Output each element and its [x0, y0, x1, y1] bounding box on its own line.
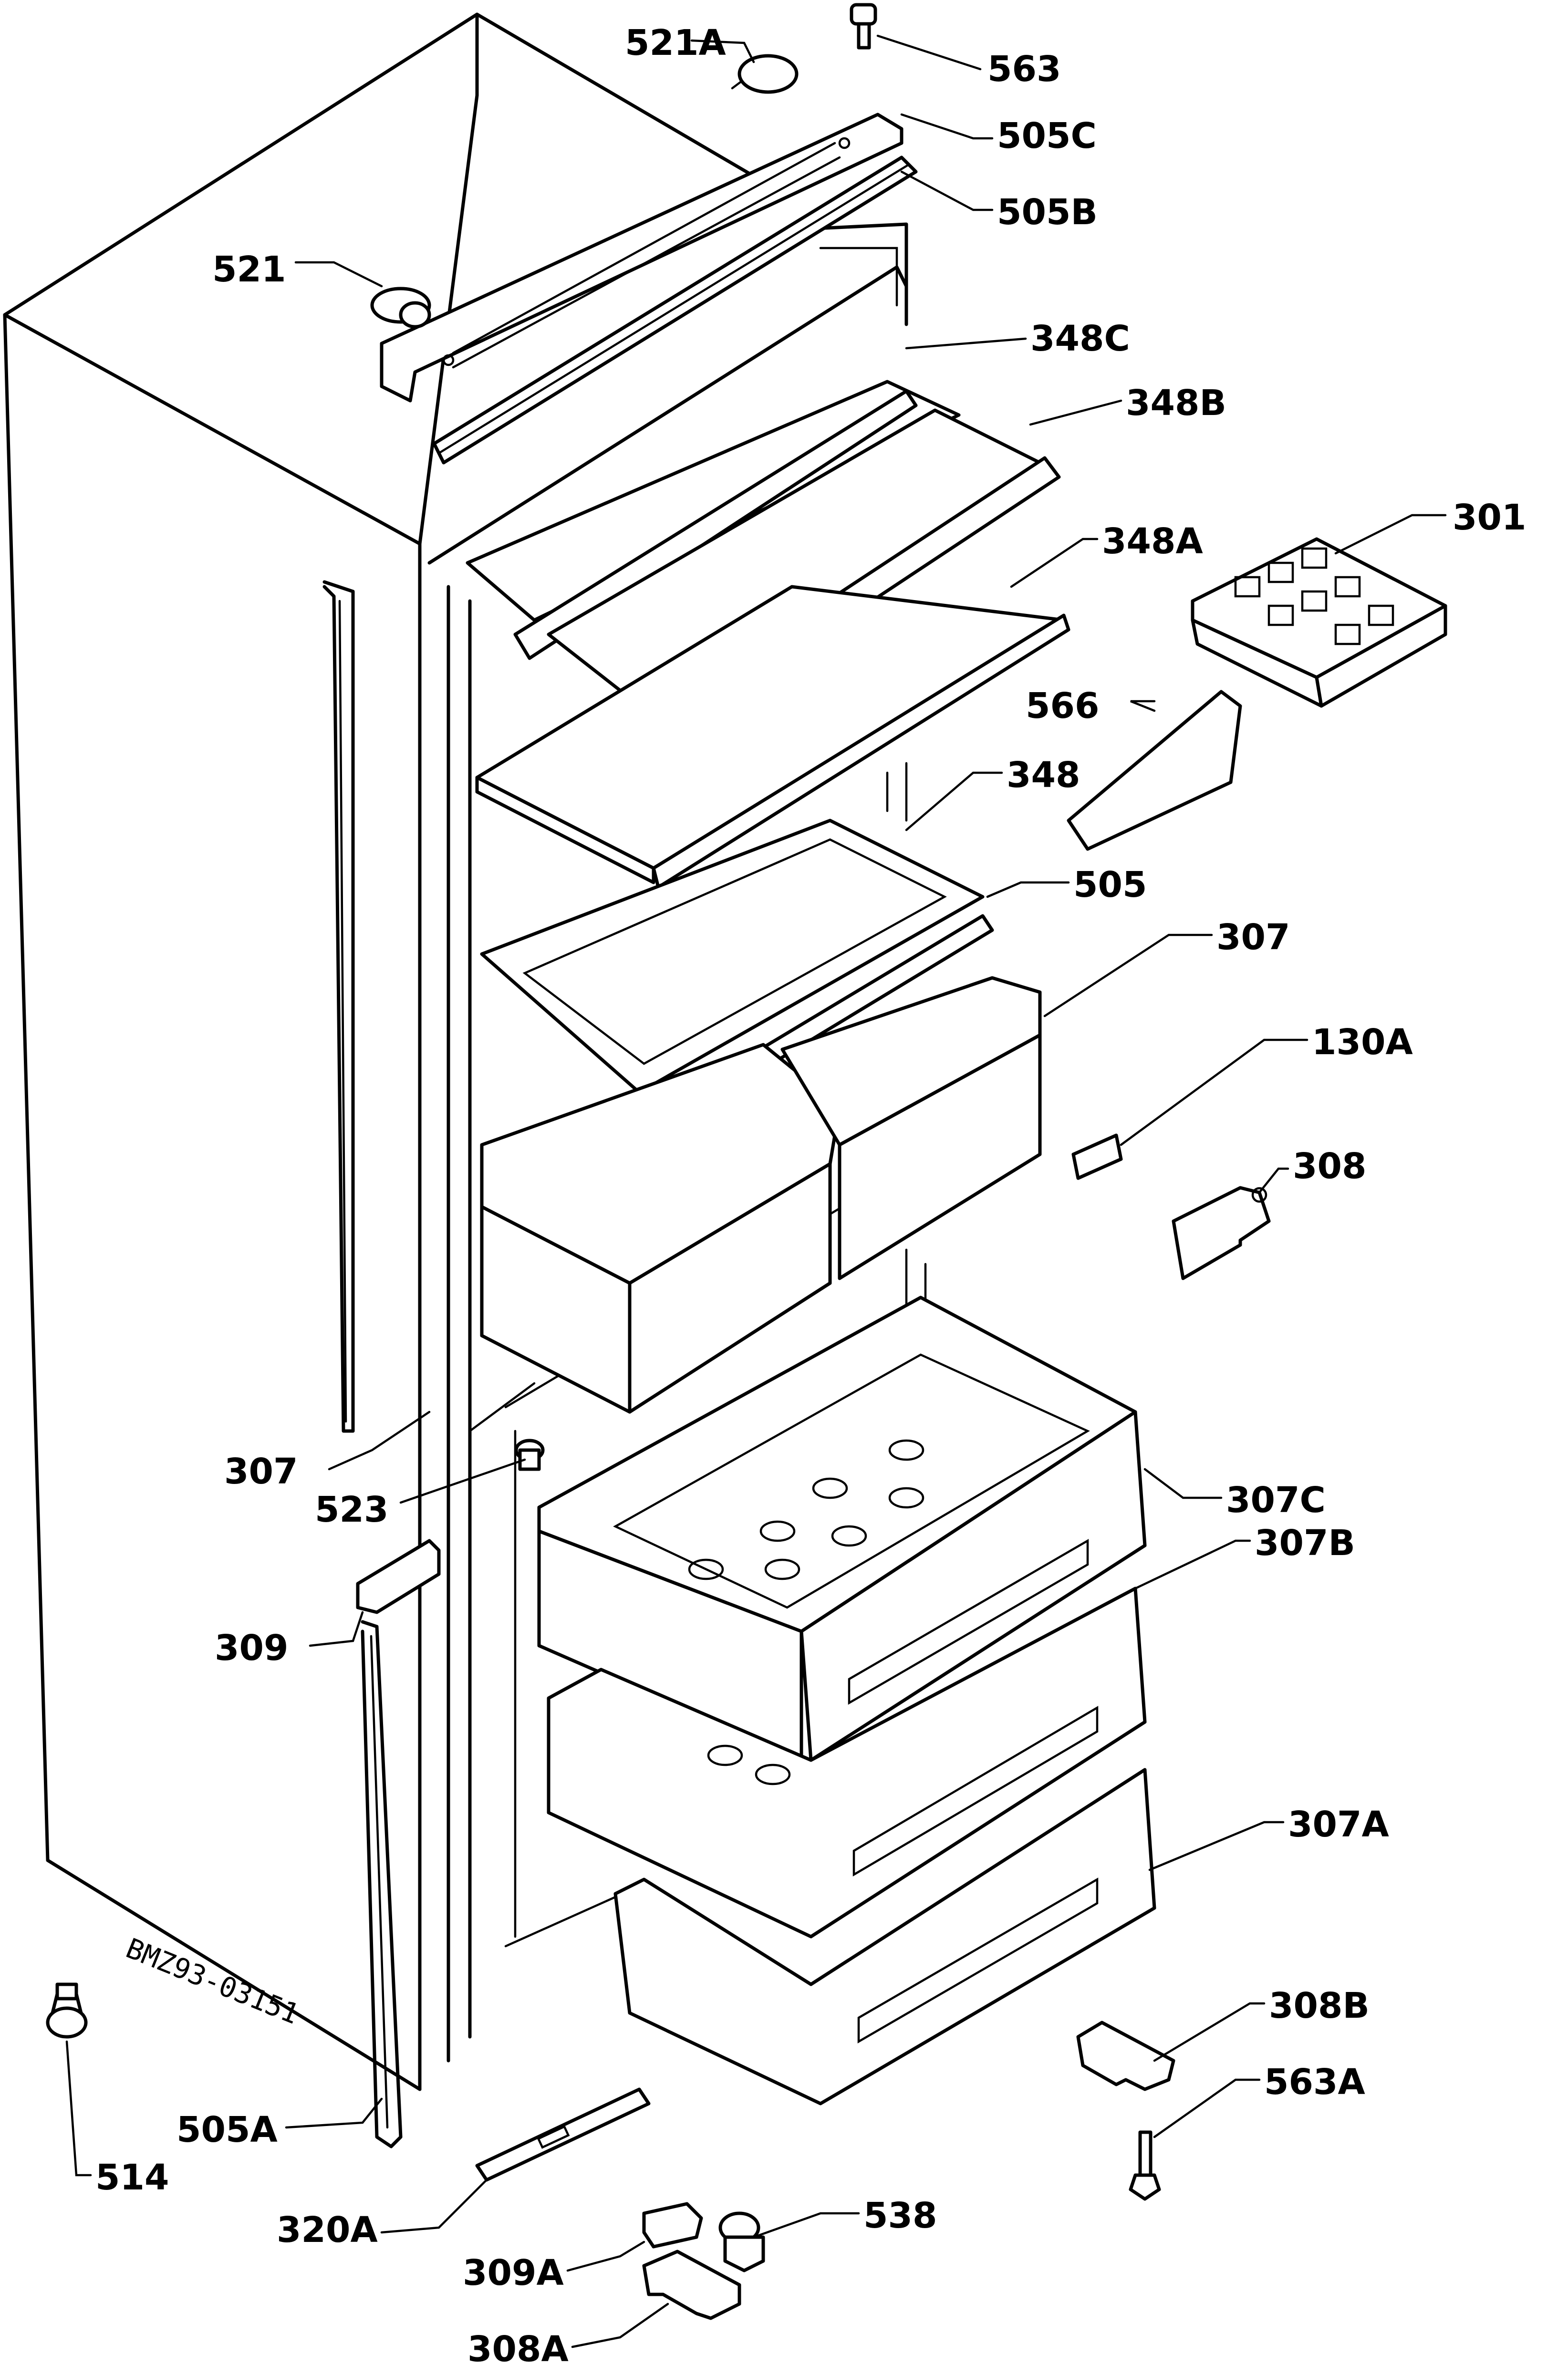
label-307B: 307B: [1255, 1523, 1355, 1564]
label-308A: 308A: [467, 2329, 569, 2365]
label-348C: 348C: [1030, 318, 1130, 359]
leader-lines: [65, 34, 1447, 2348]
label-505: 505: [1073, 864, 1147, 905]
label-307: 307: [1216, 917, 1290, 958]
cabinet-body: BMZ93-03151: [3, 12, 927, 2148]
label-307-left: 307: [224, 1451, 298, 1492]
label-505C: 505C: [997, 115, 1097, 156]
bracket-308B: [1076, 2021, 1175, 2091]
shelf-348C: [466, 380, 961, 660]
label-521A: 521A: [625, 22, 726, 63]
label-307C: 307C: [1226, 1480, 1326, 1521]
cover-309A: [642, 2202, 703, 2249]
upper-drawer-left: [480, 1043, 841, 1414]
drawer-307A: [613, 1768, 1156, 2106]
label-301: 301: [1453, 497, 1526, 538]
label-309: 309: [215, 1628, 288, 1669]
label-523: 523: [315, 1489, 388, 1530]
label-505A: 505A: [177, 2109, 278, 2150]
label-348: 348: [1007, 755, 1080, 796]
label-348A: 348A: [1102, 521, 1203, 562]
label-309A: 309A: [463, 2252, 564, 2293]
label-521: 521: [212, 249, 286, 290]
ice-tray-301: [1191, 537, 1447, 708]
screw-563A: [1129, 2130, 1161, 2201]
label-538: 538: [863, 2195, 937, 2236]
label-563A: 563A: [1264, 2062, 1365, 2103]
label-130A: 130A: [1312, 1022, 1413, 1063]
drawer-307B: [547, 1587, 1147, 1939]
lamp-cover-521A: [731, 54, 799, 94]
shelf-348A: [475, 585, 1070, 889]
part-labels: 521A 563 505C 505B 521 348C 348B 301 348…: [95, 22, 1526, 2365]
cap-538: [718, 2211, 765, 2272]
label-514: 514: [95, 2157, 169, 2198]
label-505B: 505B: [997, 192, 1098, 233]
label-308B: 308B: [1269, 1985, 1370, 2026]
drawer-307C: [537, 1296, 1147, 1762]
label-308: 308: [1293, 1146, 1366, 1187]
top-trim-505C: [380, 113, 903, 403]
hinge-cover-309: [356, 1539, 441, 1614]
knob-521: [370, 287, 431, 329]
bracket-308A: [642, 2250, 741, 2320]
label-348B: 348B: [1126, 383, 1226, 424]
scraper-566: [1067, 690, 1242, 851]
label-563: 563: [987, 49, 1061, 90]
clip-130A: [1071, 1133, 1123, 1180]
foot-514: [46, 1982, 88, 2039]
top-trim-505B: [432, 156, 918, 465]
upper-drawer-right: [780, 976, 1042, 1280]
bracket-308: [1172, 1186, 1271, 1280]
screw-563: [850, 3, 877, 50]
label-307A: 307A: [1288, 1804, 1389, 1845]
label-566: 566: [1026, 685, 1099, 726]
rail-320A: [475, 2087, 651, 2182]
screw-523: [514, 1439, 545, 1471]
label-320A: 320A: [277, 2209, 378, 2251]
